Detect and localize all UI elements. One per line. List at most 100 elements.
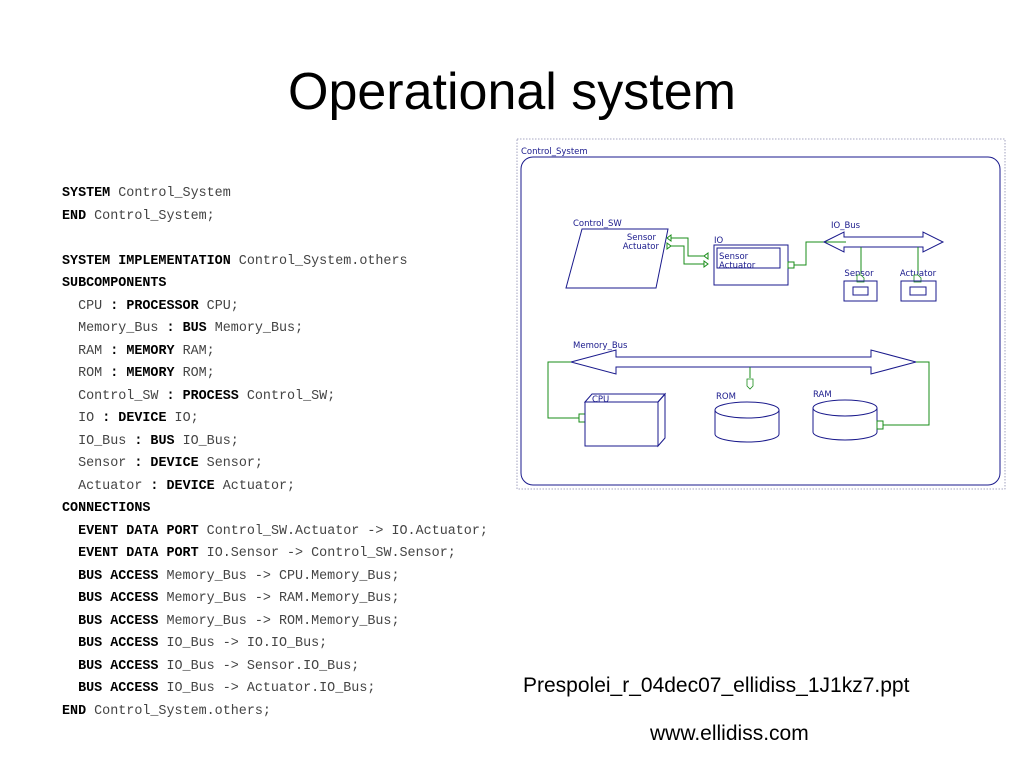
code-text: RAM xyxy=(62,343,111,359)
code-line: RAM : MEMORY RAM; xyxy=(62,341,488,364)
code-line: EVENT DATA PORT Control_SW.Actuator -> I… xyxy=(62,521,488,544)
code-line: EVENT DATA PORT IO.Sensor -> Control_SW.… xyxy=(62,543,488,566)
code-text: ROM xyxy=(62,366,111,381)
code-text: Control_SW.Actuator -> IO.Actuator; xyxy=(198,523,488,539)
code-keyword: : xyxy=(102,411,111,426)
code-line: BUS ACCESS IO_Bus -> Actuator.IO_Bus; xyxy=(62,678,488,701)
rom-label: ROM xyxy=(716,392,736,402)
code-line: SUBCOMPONENTS xyxy=(62,273,488,296)
website-url: www.ellidiss.com xyxy=(650,722,809,745)
code-keyword: END xyxy=(62,208,87,224)
code-line: BUS ACCESS Memory_Bus -> CPU.Memory_Bus; xyxy=(62,566,488,589)
rom-memory xyxy=(714,401,780,443)
connection-io-bus-to-io xyxy=(794,241,846,266)
code-keyword: CONNECTIONS xyxy=(62,501,151,516)
code-text xyxy=(62,524,78,539)
connection-memory-bus-to-ram xyxy=(883,361,930,426)
code-keyword: BUS xyxy=(150,433,175,449)
control-sw-port-sensor: Sensor xyxy=(627,233,657,243)
code-text xyxy=(62,636,78,651)
control-sw-sensor-port-icon xyxy=(666,234,672,242)
code-line: BUS ACCESS Memory_Bus -> ROM.Memory_Bus; xyxy=(62,611,488,634)
code-keyword: BUS ACCESS xyxy=(78,658,159,674)
ram-bus-access-icon xyxy=(876,420,884,430)
code-line: BUS ACCESS Memory_Bus -> RAM.Memory_Bus; xyxy=(62,588,488,611)
code-line: SYSTEM IMPLEMENTATION Control_System.oth… xyxy=(62,251,488,274)
io-port-actuator: Actuator xyxy=(719,261,756,271)
control-sw-process xyxy=(565,228,669,289)
code-text: Sensor; xyxy=(198,456,263,471)
control-sw-label: Control_SW xyxy=(573,219,622,229)
code-text: IO_Bus -> Sensor.IO_Bus; xyxy=(158,658,360,674)
slide-title: Operational system xyxy=(288,63,736,121)
code-text: Control_SW; xyxy=(238,388,336,404)
code-keyword: : xyxy=(110,366,119,381)
cpu-bus-access-icon xyxy=(578,413,586,423)
code-line: END Control_System.others; xyxy=(62,701,488,724)
code-line: CONNECTIONS xyxy=(62,498,488,521)
io-actuator-port-icon xyxy=(703,260,709,268)
sensor-device-inner xyxy=(852,286,869,296)
code-text xyxy=(62,659,78,674)
control-system-diagram: Control_System Control_SW Sensor Actuato… xyxy=(516,138,1006,490)
code-line: END Control_System; xyxy=(62,206,488,229)
code-keyword: : xyxy=(110,343,119,359)
io-bus-label: IO_Bus xyxy=(831,221,861,231)
code-keyword: BUS ACCESS xyxy=(78,613,159,629)
code-text xyxy=(175,389,183,404)
ram-memory xyxy=(812,399,878,441)
code-keyword: EVENT DATA PORT xyxy=(78,523,199,539)
cpu-label: CPU xyxy=(592,395,609,405)
code-line: Sensor : DEVICE Sensor; xyxy=(62,453,488,476)
code-line: IO : DEVICE IO; xyxy=(62,408,488,431)
cpu-processor-front xyxy=(584,401,659,447)
code-keyword: EVENT DATA PORT xyxy=(78,546,199,561)
io-sensor-port-icon xyxy=(703,252,709,260)
code-line: BUS ACCESS IO_Bus -> IO.IO_Bus; xyxy=(62,633,488,656)
diagram-frame xyxy=(516,138,1006,490)
code-text: RAM; xyxy=(174,343,215,359)
code-text: Sensor xyxy=(62,456,135,471)
control-sw-actuator-port-icon xyxy=(666,242,672,250)
connection-memory-bus-to-cpu xyxy=(547,361,579,419)
actuator-device-outer xyxy=(900,280,937,302)
control-sw-port-actuator: Actuator xyxy=(623,242,660,252)
actuator-device-inner xyxy=(909,286,927,296)
code-text: Control_System; xyxy=(86,208,215,224)
code-text: IO_Bus xyxy=(62,433,135,449)
connection-control-sw-to-io-actuator xyxy=(671,245,704,265)
code-keyword: : xyxy=(134,456,143,471)
system-container xyxy=(520,156,1001,486)
sensor-device-outer xyxy=(843,280,878,302)
code-text xyxy=(62,546,78,561)
code-keyword: PROCESSOR xyxy=(126,298,199,314)
code-text xyxy=(62,681,78,696)
code-keyword: END xyxy=(62,703,87,719)
code-line: SYSTEM Control_System xyxy=(62,183,488,206)
code-keyword: BUS ACCESS xyxy=(78,681,159,696)
code-line: IO_Bus : BUS IO_Bus; xyxy=(62,431,488,454)
code-text: Memory_Bus -> CPU.Memory_Bus; xyxy=(158,568,400,584)
connection-io-sensor-to-control-sw xyxy=(671,237,704,257)
io-label: IO xyxy=(714,236,724,246)
code-keyword: BUS ACCESS xyxy=(78,636,159,651)
code-keyword: : xyxy=(134,433,143,449)
code-text: Control_System xyxy=(110,186,231,201)
code-text: Control_System.others xyxy=(230,253,408,269)
code-line: Control_SW : PROCESS Control_SW; xyxy=(62,386,488,409)
code-keyword: SUBCOMPONENTS xyxy=(62,276,167,291)
code-keyword: MEMORY xyxy=(126,343,175,359)
code-keyword: : xyxy=(110,298,119,314)
rom-bus-access-icon xyxy=(746,378,754,390)
code-keyword: BUS ACCESS xyxy=(78,591,159,606)
sensor-label: Sensor xyxy=(844,269,874,279)
code-text: IO_Bus -> Actuator.IO_Bus; xyxy=(158,681,376,696)
code-text xyxy=(62,614,78,629)
code-keyword: SYSTEM IMPLEMENTATION xyxy=(62,253,231,269)
code-text: ROM; xyxy=(174,366,215,381)
code-text: CPU; xyxy=(198,298,239,314)
code-keyword: : xyxy=(166,321,175,336)
actuator-label: Actuator xyxy=(900,269,937,279)
memory-bus-label: Memory_Bus xyxy=(573,341,628,351)
